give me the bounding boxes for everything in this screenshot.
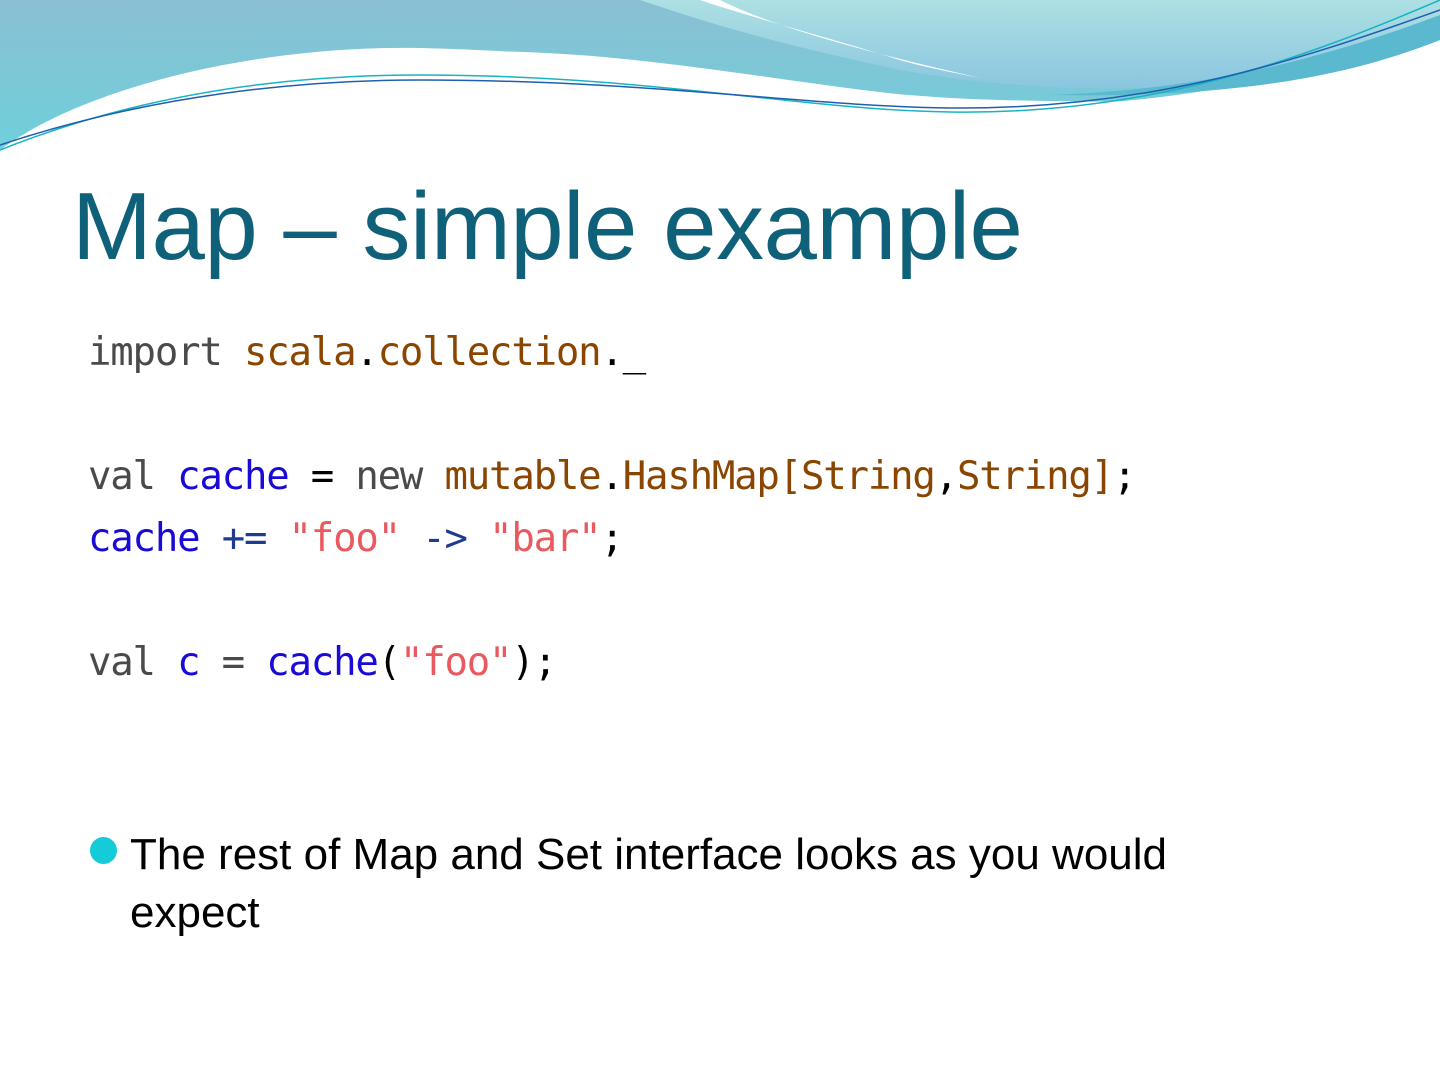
code-token: cache [177,454,290,499]
code-line [88,384,1135,446]
code-token: ); [511,640,557,685]
header-wave-decoration [0,0,1440,170]
code-token: = [199,640,267,685]
bullet-item: The rest of Map and Set interface looks … [88,826,1288,942]
code-block: import scala.collection._val cache = new… [88,322,1136,694]
code-token: collection [377,330,602,375]
code-token: HashMap [622,454,780,499]
code-token: "foo" [288,516,402,561]
code-token: . [355,330,378,375]
code-line: val c = cache("foo"); [88,632,1135,694]
code-token: scala [243,330,357,375]
code-token: "foo" [399,640,513,685]
code-token [222,330,244,375]
bullet-dot-icon [90,837,117,864]
code-token [422,454,444,499]
code-token: import [88,330,223,375]
code-token: , [934,454,958,499]
code-token: ._ [600,330,646,375]
code-line: val cache = new mutable.HashMap[String,S… [88,446,1136,508]
code-token: c [177,640,200,685]
code-token: [ [778,454,802,499]
code-token [155,640,177,685]
code-token: . [600,454,623,499]
code-token: val [88,640,156,685]
code-token: ( [377,640,401,685]
code-token: new [355,454,423,499]
code-token: "bar" [489,516,602,561]
code-token [199,516,221,561]
code-token: ; [1112,454,1136,499]
code-line: import scala.collection._ [88,322,1135,384]
bullet-text: The rest of Map and Set interface looks … [130,830,1168,937]
slide-title: Map – simple example [72,173,1023,280]
code-token: -> [422,516,468,561]
code-line: cache += "foo" -> "bar"; [88,508,1135,570]
code-token [467,516,489,561]
code-token: = [288,454,356,499]
code-token [155,454,177,499]
code-token [266,516,288,561]
code-token: mutable [444,454,602,499]
code-token [400,516,422,561]
code-line [88,570,1135,632]
code-token: cache [88,516,201,561]
code-token: += [221,516,268,561]
code-token: cache [266,640,379,685]
code-token: String [956,454,1092,499]
code-token: ; [600,516,623,561]
code-token: ] [1090,454,1114,499]
code-token: String [801,454,936,499]
code-token: val [88,454,156,499]
